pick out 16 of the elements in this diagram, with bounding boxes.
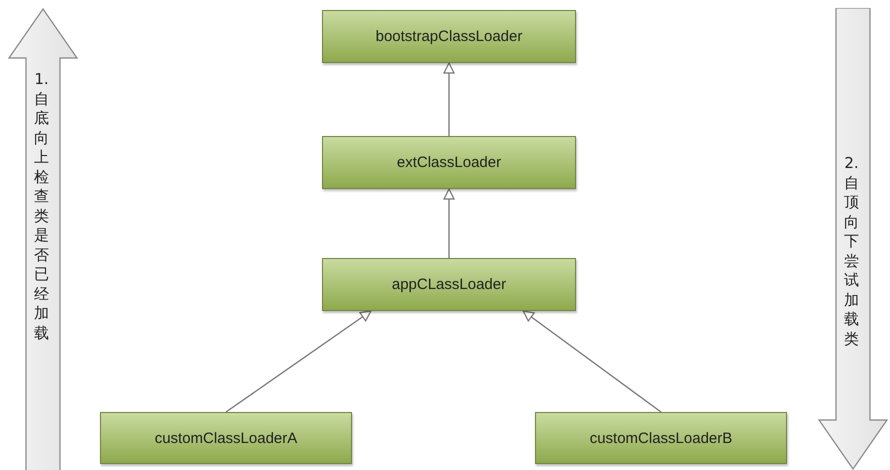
class-loader-box: [100, 412, 352, 464]
class-loader-name: customClassLoaderA: [154, 430, 298, 446]
class-loader-box: [322, 258, 576, 311]
inheritance-arrow: [522, 310, 662, 413]
class-loader-name: bootstrapClassLoader: [376, 28, 522, 45]
class-loader-box: [535, 412, 787, 464]
class-loader-box: [322, 10, 576, 63]
inheritance-arrow: [226, 310, 372, 413]
vertical-label: 2.自顶向下尝试加载类: [844, 154, 859, 349]
vertical-label: 1.自底向上检查类是否已经加载: [34, 70, 49, 343]
inheritance-arrow: [443, 188, 455, 258]
class-loader-name: customClassLoaderB: [590, 430, 732, 446]
inheritance-arrow: [443, 62, 455, 136]
class-loader-box: [322, 136, 576, 189]
class-loader-name: extClassLoader: [396, 154, 502, 171]
class-loader-name: appCLassLoader: [392, 276, 506, 293]
